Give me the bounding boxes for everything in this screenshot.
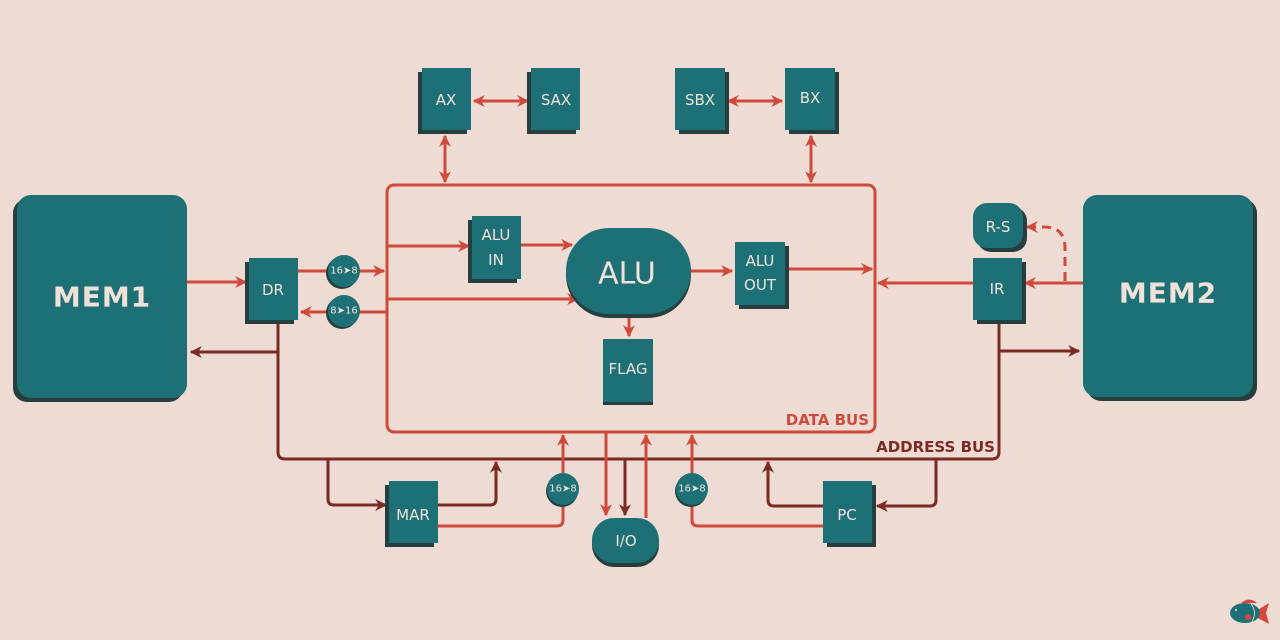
ir-register: IR [973,258,1026,324]
pc-label: PC [837,506,857,524]
data-bus-label: DATA BUS [786,411,869,429]
flag-label: FLAG [609,360,648,378]
alu-out-label-line2: OUT [744,276,777,294]
sbx-label: SBX [685,91,715,109]
mem2-block: MEM2 [1083,195,1257,401]
converter-pc-out: 16➤8 [675,473,708,507]
alu-in-label-line1: ALU [482,226,511,244]
converter-mar-out: 16➤8 [546,473,579,507]
dr-label: DR [262,281,284,299]
ir-label: IR [990,280,1005,298]
alu-unit: ALU [566,228,691,318]
wire-pc-to-bus [762,460,823,508]
pc-register: PC [823,481,876,547]
mar-label: MAR [396,506,430,524]
converter-label: 16➤8 [549,484,576,495]
alu-in-register: ALU IN [468,216,521,283]
wire-pc-to-conv [690,505,823,528]
mar-register: MAR [385,481,438,547]
io-label: I/O [615,532,636,550]
mem1-label: MEM1 [53,281,151,314]
converter-label: 16➤8 [678,484,705,495]
converter-label: 8➤16 [330,306,357,317]
wire-bus-to-pc [875,459,938,512]
alu-out-label-line1: ALU [746,252,775,270]
rs-label: R-S [986,218,1011,236]
wire-mar-to-bus [438,460,502,507]
ax-label: AX [436,91,457,109]
alu-label: ALU [598,257,656,292]
sax-label: SAX [541,91,571,109]
fish-icon [1230,599,1269,624]
alu-out-register: ALU OUT [735,242,789,309]
mem2-label: MEM2 [1119,277,1217,310]
data-bus-frame [385,183,877,434]
data-bus: DATA BUS [187,95,1083,528]
sax-register: SAX [527,68,580,134]
converter-dr-out: 16➤8 [326,255,360,289]
converter-dr-in: 8➤16 [326,295,360,329]
mem1-block: MEM1 [13,195,187,402]
ax-register: AX [418,68,471,134]
address-bus-label: ADDRESS BUS [876,438,995,456]
flag-register: FLAG [603,339,653,405]
address-bus: ADDRESS BUS [189,320,1081,517]
rs-register: R-S [973,203,1027,252]
io-unit: I/O [592,518,659,567]
alu-in-label-line2: IN [488,251,504,269]
wire-mar-to-conv [438,505,565,528]
wire-ir-to-rs-dashed [1025,221,1067,281]
bx-register: BX [785,68,839,134]
address-bus-line [276,320,1001,461]
bx-label: BX [800,89,821,107]
dr-register: DR [245,258,298,324]
sbx-register: SBX [675,68,729,134]
wire-bus-to-mar [326,459,388,511]
converter-label: 16➤8 [330,266,357,277]
